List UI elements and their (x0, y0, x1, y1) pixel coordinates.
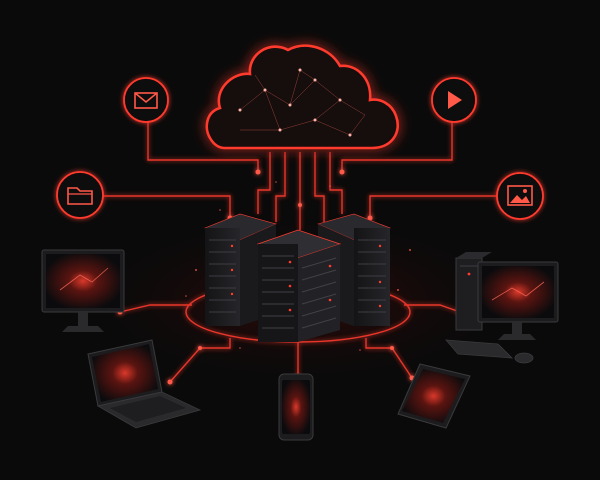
cloud-icon (205, 44, 399, 150)
connection-lines (103, 118, 497, 383)
image-icon (496, 172, 544, 220)
server-icon (256, 229, 342, 342)
play-icon (431, 77, 477, 123)
folder-icon (56, 171, 104, 219)
laptop-icon (87, 339, 202, 429)
desktop-monitor-icon (41, 249, 125, 332)
tablet-icon (397, 363, 471, 429)
mail-icon (123, 77, 169, 123)
desktop-computer-icon (445, 252, 559, 364)
smartphone-icon (278, 373, 314, 441)
server-racks (204, 213, 391, 342)
